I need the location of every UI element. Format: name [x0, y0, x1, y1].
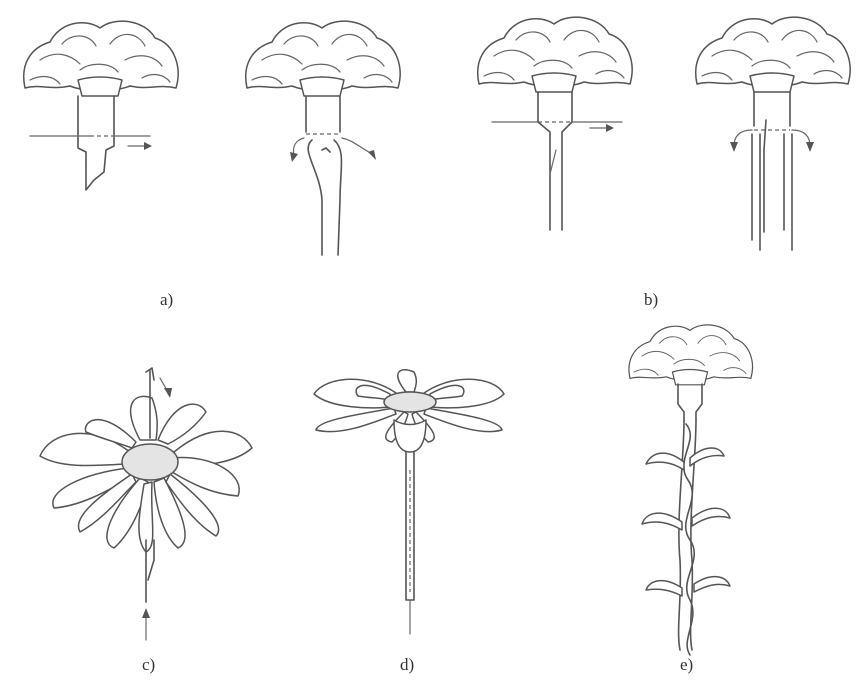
panel-b: b) [478, 17, 850, 309]
daisy-c [40, 396, 252, 552]
carnation-b1 [478, 17, 632, 230]
panel-c: c) [40, 368, 252, 674]
carnation-a1 [24, 21, 178, 190]
panel-d: d) [314, 370, 504, 674]
carnation-b2 [696, 17, 850, 250]
caption-e: e) [680, 655, 693, 674]
daisy-d [314, 370, 504, 452]
caption-d: d) [400, 655, 414, 674]
panel-e: e) [629, 325, 752, 674]
caption-a: a) [160, 290, 173, 309]
carnation-e [629, 325, 752, 655]
caption-c: c) [142, 655, 155, 674]
panel-a: a) [24, 21, 400, 309]
carnation-a2 [246, 21, 400, 255]
caption-b: b) [644, 290, 658, 309]
